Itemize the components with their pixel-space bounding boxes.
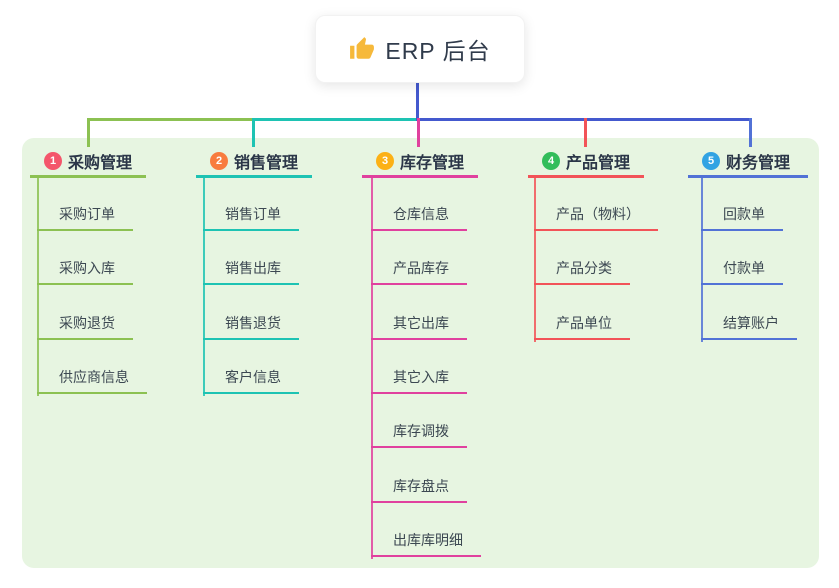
leaf-node[interactable]: 其它入库 xyxy=(371,367,467,394)
branch-spine-line xyxy=(37,177,39,396)
leaf-node[interactable]: 仓库信息 xyxy=(371,204,467,231)
branch-node-2[interactable]: 2 销售管理 xyxy=(196,146,312,178)
branch-number-badge: 2 xyxy=(210,151,228,170)
branch-node-3[interactable]: 3 库存管理 xyxy=(362,146,478,178)
leaf-node[interactable]: 采购订单 xyxy=(37,204,133,231)
leaf-node[interactable]: 客户信息 xyxy=(203,367,299,394)
leaf-node[interactable]: 出库库明细 xyxy=(371,530,481,557)
branch-number-badge: 4 xyxy=(542,151,560,170)
leaf-node[interactable]: 采购退货 xyxy=(37,313,133,340)
branch-drop-line xyxy=(584,118,587,147)
branch-spine-line xyxy=(371,177,373,559)
root-stem-line xyxy=(416,83,419,121)
branch-number-badge: 3 xyxy=(376,151,394,170)
leaf-node[interactable]: 销售退货 xyxy=(203,313,299,340)
branch-label: 库存管理 xyxy=(400,154,465,172)
leaf-node[interactable]: 产品单位 xyxy=(534,313,630,340)
leaf-node[interactable]: 销售出库 xyxy=(203,258,299,286)
branch-spine-line xyxy=(203,177,205,396)
branch-node-4[interactable]: 4 产品管理 xyxy=(528,146,644,178)
leaf-node[interactable]: 库存调拨 xyxy=(371,421,467,449)
branch-spine-line xyxy=(534,177,536,342)
leaf-node[interactable]: 库存盘点 xyxy=(371,476,467,503)
branch-node-1[interactable]: 1 采购管理 xyxy=(30,146,146,178)
branches-panel xyxy=(22,138,819,568)
branch-label: 财务管理 xyxy=(726,154,791,172)
branch-label: 销售管理 xyxy=(234,154,299,172)
branch-drop-line xyxy=(87,118,90,147)
bus-line-teal xyxy=(252,118,420,121)
branch-spine-line xyxy=(701,177,703,342)
leaf-node[interactable]: 产品（物料） xyxy=(534,204,658,231)
leaf-node[interactable]: 销售订单 xyxy=(203,204,299,231)
branch-number-badge: 5 xyxy=(702,151,720,170)
leaf-node[interactable]: 付款单 xyxy=(701,258,783,286)
leaf-node[interactable]: 结算账户 xyxy=(701,313,797,340)
leaf-node[interactable]: 采购入库 xyxy=(37,258,133,286)
branch-drop-line xyxy=(749,118,752,147)
branch-label: 采购管理 xyxy=(68,154,133,172)
branch-drop-line xyxy=(417,118,420,147)
bus-line-green xyxy=(87,118,255,121)
leaf-node[interactable]: 供应商信息 xyxy=(37,367,147,394)
root-label: ERP 后台 xyxy=(385,38,491,64)
root-node[interactable]: ERP 后台 xyxy=(315,15,525,83)
leaf-node[interactable]: 其它出库 xyxy=(371,313,467,340)
branch-label: 产品管理 xyxy=(566,154,631,172)
leaf-node[interactable]: 回款单 xyxy=(701,204,783,231)
branch-drop-line xyxy=(252,118,255,147)
branch-node-5[interactable]: 5 财务管理 xyxy=(688,146,808,178)
thumbs-up-icon xyxy=(350,37,375,59)
leaf-node[interactable]: 产品库存 xyxy=(371,258,467,286)
leaf-node[interactable]: 产品分类 xyxy=(534,258,630,286)
branch-number-badge: 1 xyxy=(44,151,62,170)
